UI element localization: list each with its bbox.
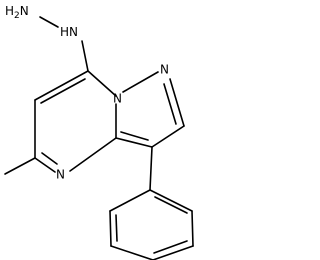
atom-label-layer: H2N HN N N N: [5, 4, 169, 182]
bond-c7-n-bridge: [87, 70, 117, 97]
bond-ph-c2-c3: [191, 210, 194, 247]
bond-c5-methyl: [4, 157, 36, 175]
bond-c7-c6-double-inner: [40, 78, 86, 104]
bond-c3-c3a-inner: [120, 131, 149, 141]
hydrazine-nh-label: HN: [60, 25, 78, 39]
bond-ph-c1-c2-inner: [154, 196, 188, 214]
bond-ph-c1-c2: [149, 189, 193, 212]
bond-c2-c3: [151, 125, 185, 148]
bond-n-bridge-n1: [122, 71, 159, 93]
bond-ph-c3-c4-inner: [153, 240, 188, 254]
hydrazine-nh2-label: H2N: [5, 4, 29, 21]
bond-nh-c7: [81, 40, 89, 72]
bond-c7-c6-double-outer: [34, 70, 89, 101]
bond-ph-c5-c6-inner: [115, 214, 118, 242]
bond-c5-n4: [34, 157, 56, 173]
bond-c3-c3a-outer: [115, 137, 153, 148]
bond-ph-c4-c5: [110, 245, 154, 260]
bond-n4-c3a: [69, 137, 117, 172]
bridgehead-nitrogen-label: N: [113, 92, 122, 106]
bond-n1-c2-inner: [163, 83, 177, 125]
bond-c5-n4-inner: [41, 152, 58, 165]
bond-layer: [4, 16, 194, 260]
bond-ph-c5-c6: [109, 210, 112, 247]
pyrazole-nitrogen-label: N: [160, 63, 169, 77]
bond-n1-c2-outer: [169, 78, 185, 127]
bond-ph-c6-c1: [109, 189, 151, 212]
bond-ph-c3-c4: [152, 245, 194, 260]
pyrimidine-nitrogen-label: N: [56, 168, 65, 182]
bond-nh2-nh: [39, 16, 59, 28]
bond-c3-phenyl: [149, 146, 153, 191]
molecule-structure-diagram: H2N HN N N N: [4, 4, 194, 260]
